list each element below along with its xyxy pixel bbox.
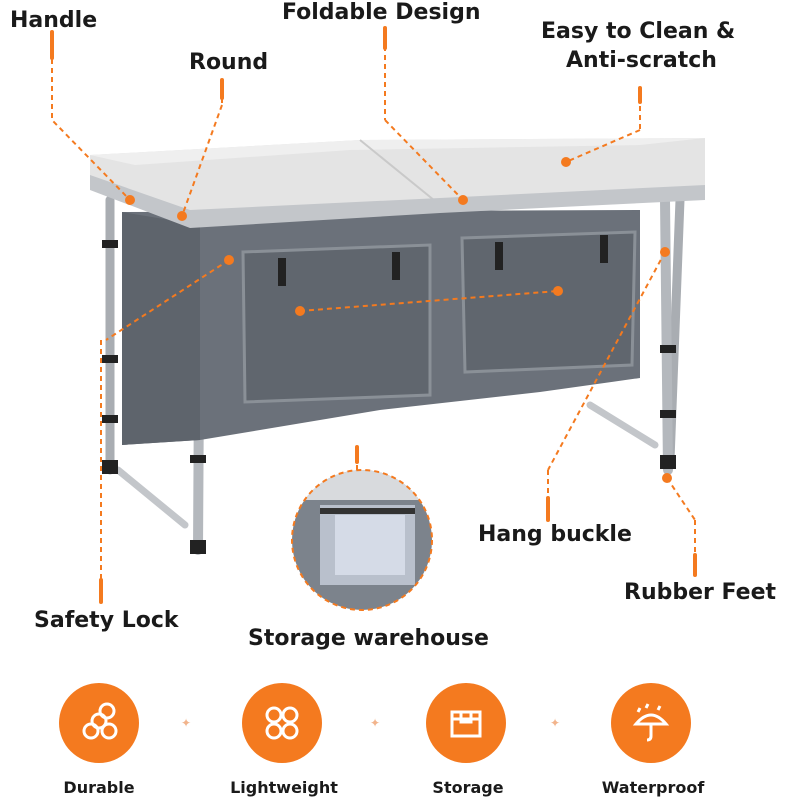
storage-warehouse-label: Storage warehouse (248, 626, 489, 651)
feature-label-waterproof: Waterproof (601, 778, 705, 797)
handle-label: Handle (10, 8, 98, 33)
round-label: Round (189, 50, 269, 75)
waterproof-badge (611, 683, 691, 763)
infinity-rings-icon (265, 706, 299, 740)
separator-2: ✦ (369, 716, 381, 730)
feature-label-durable: Durable (63, 778, 135, 797)
separator-3: ✦ (549, 716, 561, 730)
anti-scratch-label: Anti-scratch (566, 48, 717, 73)
chain-links-icon (82, 702, 118, 740)
easy-clean-label: Easy to Clean & (541, 19, 736, 44)
durable-badge (59, 683, 139, 763)
rubber-feet-label: Rubber Feet (624, 580, 777, 605)
hang-buckle-label: Hang buckle (478, 522, 632, 547)
lightweight-badge (242, 683, 322, 763)
box-icon (450, 710, 482, 738)
separator-1: ✦ (180, 716, 192, 730)
storage-badge (426, 683, 506, 763)
callout-dots (125, 157, 672, 483)
safety-lock-label: Safety Lock (34, 608, 179, 633)
umbrella-rain-icon (632, 703, 670, 742)
feature-label-storage: Storage (432, 778, 504, 797)
foldable-design-label: Foldable Design (282, 0, 481, 25)
feature-label-lightweight: Lightweight (230, 778, 338, 797)
